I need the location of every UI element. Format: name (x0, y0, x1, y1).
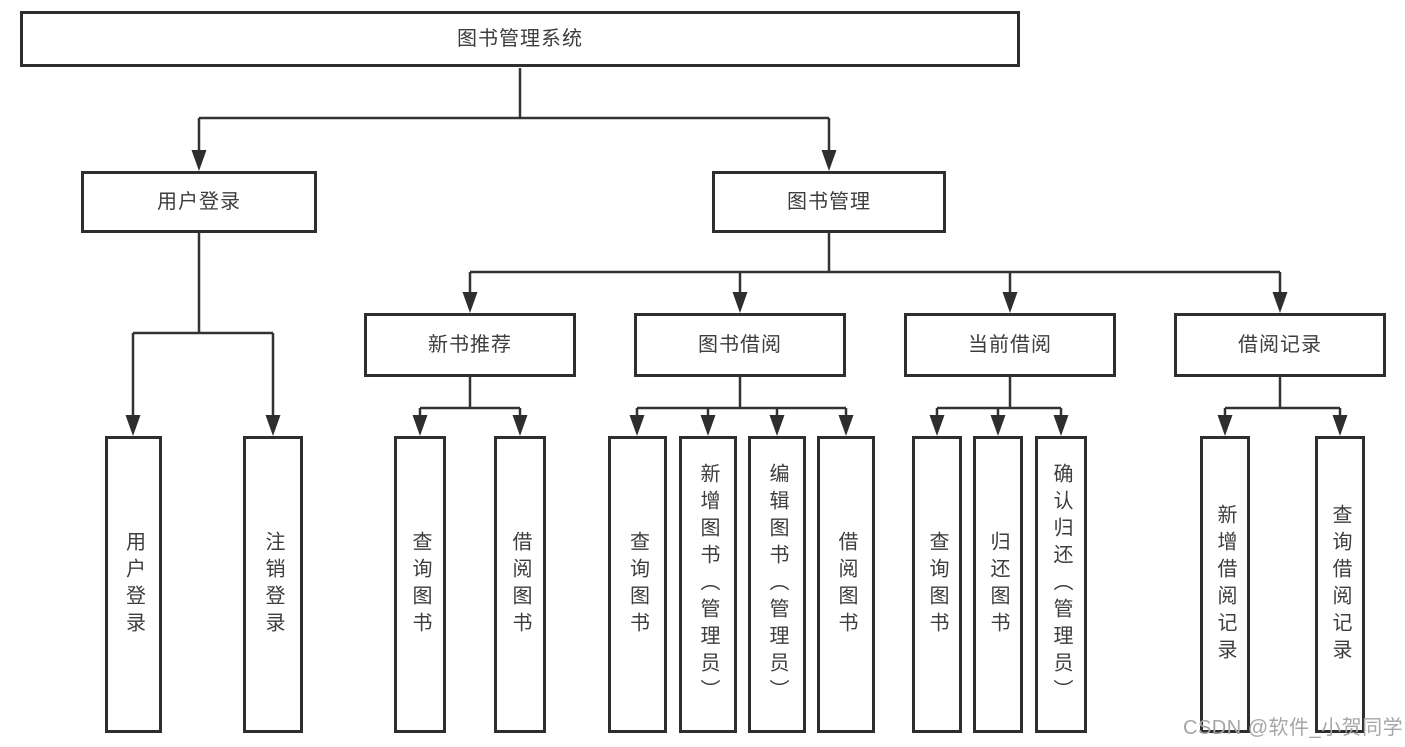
edge-currentborrow-to-leaves (935, 377, 1063, 421)
node-root-label: 图书管理系统 (457, 28, 583, 50)
arrow-icon (191, 150, 207, 171)
leaf-add-books-admin: 新增图书（管理员） (679, 436, 737, 733)
arrow-icon (929, 415, 945, 436)
edge-records-to-leaves (1223, 377, 1342, 421)
node-book-borrow-label: 图书借阅 (698, 334, 782, 356)
csdn-watermark: CSDN @软件_小贺同学 (1183, 717, 1404, 739)
arrow-icon (125, 415, 141, 436)
node-current-borrow: 当前借阅 (904, 313, 1116, 377)
leaf-user-login: 用户登录 (105, 436, 162, 733)
leaf-borrow-books: 借阅图书 (817, 436, 875, 733)
leaf-query-books-recommend: 查询图书 (394, 436, 446, 733)
node-book-borrow: 图书借阅 (634, 313, 846, 377)
node-new-book-recommend: 新书推荐 (364, 313, 576, 377)
arrow-icon (1217, 415, 1233, 436)
node-book-management-label: 图书管理 (787, 191, 871, 213)
leaf-query-books-recommend-label: 查询图书 (409, 530, 431, 639)
arrow-icon (700, 415, 716, 436)
leaf-return-books-label: 归还图书 (987, 530, 1009, 639)
leaf-confirm-return-admin-label: 确认归还（管理员） (1050, 463, 1072, 706)
edge-bookmgmt-to-level3 (468, 233, 1282, 297)
leaf-confirm-return-admin: 确认归还（管理员） (1035, 436, 1087, 733)
arrow-icon (462, 292, 478, 313)
node-new-book-recommend-label: 新书推荐 (428, 334, 512, 356)
arrow-icon (1053, 415, 1069, 436)
leaf-user-login-label: 用户登录 (122, 530, 145, 639)
arrow-icon (1332, 415, 1348, 436)
arrow-icon (629, 415, 645, 436)
arrow-icon (1272, 292, 1288, 313)
node-current-borrow-label: 当前借阅 (968, 334, 1052, 356)
leaf-edit-books-admin-label: 编辑图书（管理员） (766, 463, 788, 706)
leaf-edit-books-admin: 编辑图书（管理员） (748, 436, 806, 733)
leaf-logout: 注销登录 (243, 436, 303, 733)
leaf-borrow-books-recommend: 借阅图书 (494, 436, 546, 733)
leaf-add-books-admin-label: 新增图书（管理员） (697, 463, 719, 706)
leaf-borrow-books-label: 借阅图书 (835, 530, 857, 639)
leaf-borrow-books-recommend-label: 借阅图书 (509, 530, 531, 639)
arrow-icon (265, 415, 281, 436)
arrow-icon (990, 415, 1006, 436)
leaf-add-borrow-record-label: 新增借阅记录 (1214, 503, 1236, 666)
arrow-icon (821, 150, 837, 171)
arrow-icon (838, 415, 854, 436)
leaf-logout-label: 注销登录 (262, 530, 284, 639)
leaf-query-borrow-record-label: 查询借阅记录 (1329, 503, 1351, 666)
arrow-icon (732, 292, 748, 313)
node-user-login-label: 用户登录 (157, 191, 241, 213)
leaf-query-books-current: 查询图书 (912, 436, 962, 733)
node-borrow-records-label: 借阅记录 (1238, 334, 1322, 356)
node-borrow-records: 借阅记录 (1174, 313, 1386, 377)
leaf-query-borrow-record: 查询借阅记录 (1315, 436, 1365, 733)
arrow-icon (1002, 292, 1018, 313)
arrow-icon (512, 415, 528, 436)
node-book-management: 图书管理 (712, 171, 946, 233)
edge-userlogin-to-leaves (131, 233, 275, 421)
arrow-icon (769, 415, 785, 436)
leaf-return-books: 归还图书 (973, 436, 1023, 733)
leaf-query-books-current-label: 查询图书 (926, 530, 948, 639)
edge-newbook-to-leaves (418, 377, 522, 421)
arrow-icon (412, 415, 428, 436)
node-user-login: 用户登录 (81, 171, 317, 233)
leaf-add-borrow-record: 新增借阅记录 (1200, 436, 1250, 733)
arrowheads (125, 150, 1348, 436)
leaf-query-books-borrow: 查询图书 (608, 436, 667, 733)
edge-root-to-level2 (197, 68, 831, 154)
edge-bookborrow-to-leaves (635, 377, 848, 421)
node-root: 图书管理系统 (20, 11, 1020, 67)
leaf-query-books-borrow-label: 查询图书 (626, 530, 649, 639)
